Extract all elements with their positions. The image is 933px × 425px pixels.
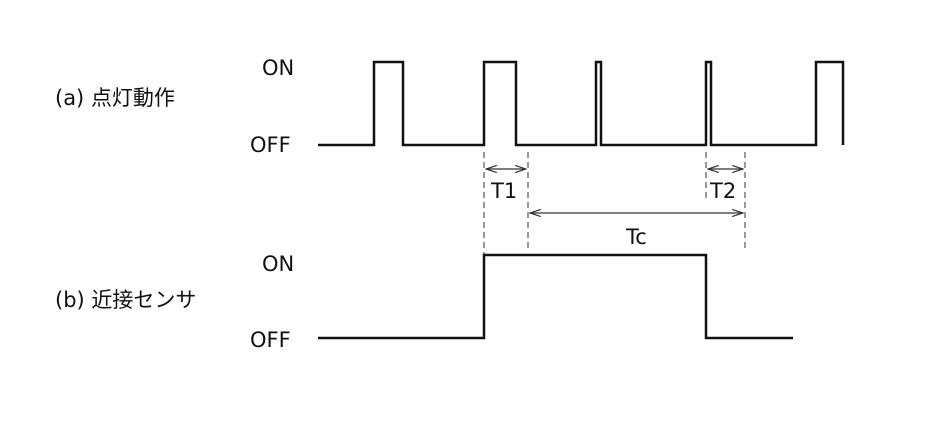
lighting-waveform [318,60,845,147]
dashed-guides [483,152,746,255]
signal-b-label: (b) 近接センサ [55,288,197,312]
signal-a-label: (a) 点灯動作 [55,86,175,110]
signal-a-on-label: ON [262,56,295,80]
sensor-waveform [318,253,793,340]
signal-a-off-label: OFF [250,133,291,157]
signal-b-off-label: OFF [250,328,291,352]
signal-b-on-label: ON [262,252,295,276]
t1-label: T1 [491,179,518,203]
tc-label: Tc [626,225,647,249]
t2-label: T2 [710,179,737,203]
